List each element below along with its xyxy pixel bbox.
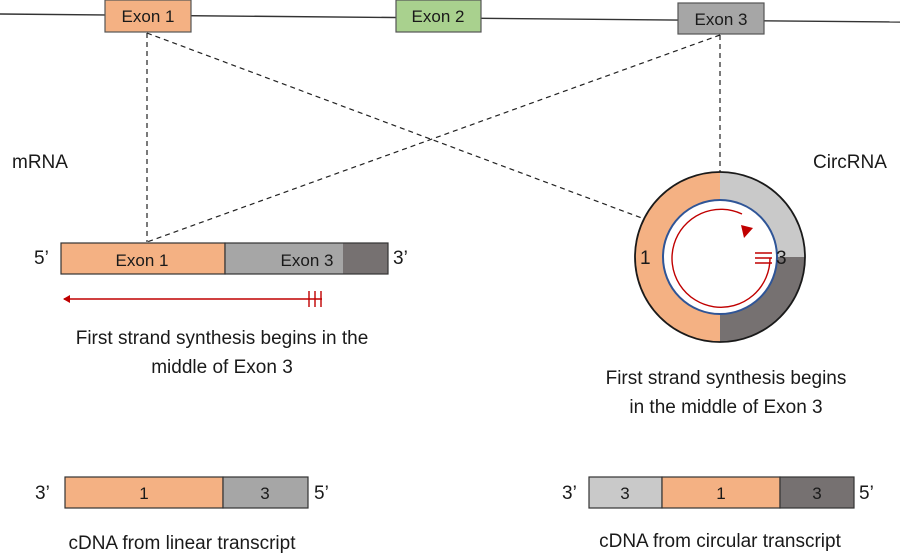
circ-label-exon3: 3 [776, 248, 787, 269]
cdna-linear-left-end: 3’ [35, 483, 50, 504]
gene-exon-2-label: Exon 2 [412, 7, 465, 26]
cdna-circular-seg2-label: 1 [716, 484, 725, 503]
mrna-exon1-label: Exon 1 [116, 251, 169, 270]
cdna-linear-seg2 [222, 476, 309, 509]
cdna-linear-right-end: 5’ [314, 483, 329, 504]
gene-exon-3-label: Exon 3 [695, 10, 748, 29]
cdna-linear-caption: cDNA from linear transcript [68, 533, 296, 554]
cdna-linear: 3’ 1 3 5’ cDNA from linear transcript [35, 476, 329, 554]
gene-exon-1-box [104, 0, 192, 33]
gene-exon-1: Exon 1 [104, 0, 192, 33]
mrna-three-prime: 3’ [393, 248, 408, 269]
circ-caption-line2: in the middle of Exon 3 [629, 397, 822, 418]
cdna-circular: 3’ 3 1 3 5’ cDNA from circular transcrip… [562, 476, 874, 552]
circrna-ring: 1 3 [634, 171, 806, 343]
cdna-linear-seg1-label: 1 [139, 484, 148, 503]
circ-caption-line1: First strand synthesis begins [606, 368, 847, 389]
gene-exon-3-box [677, 2, 765, 35]
connector-exon1-circ [146, 32, 648, 221]
circ-exon1-arc [635, 172, 720, 342]
circ-outer-outline [634, 171, 806, 343]
cdna-linear-seg2-label: 3 [260, 484, 269, 503]
mrna-five-prime: 5’ [34, 248, 49, 269]
circ-inner-white [667, 204, 773, 310]
circ-exon3-light-arc [720, 172, 805, 257]
linear-synthesis-arrow [63, 291, 322, 307]
connector-exon3-mrna [146, 34, 721, 243]
mrna-bar-outline [224, 242, 389, 275]
circ-arrow-path [671, 208, 771, 308]
gene-exon-3: Exon 3 [677, 2, 765, 35]
cdna-circular-left-end: 3’ [562, 483, 577, 504]
cdna-circular-seg1 [588, 476, 663, 509]
mrna-bar: 5’ Exon 1 Exon 3 3’ [34, 242, 408, 275]
cdna-circular-seg2 [661, 476, 781, 509]
splice-connectors [146, 32, 721, 243]
cdna-circular-seg1-label: 3 [620, 484, 629, 503]
gene-exon-2-box [395, 0, 482, 33]
cdna-circular-right-end: 5’ [859, 483, 874, 504]
mrna-caption-line1: First strand synthesis begins in the [76, 328, 369, 349]
circular-synthesis-arrow [671, 208, 772, 308]
cdna-circular-seg3 [779, 476, 855, 509]
mrna-title: mRNA [12, 152, 68, 173]
cdna-linear-seg1 [64, 476, 224, 509]
mrna-exon3-segment [225, 243, 343, 274]
cdna-circular-seg3-label: 3 [812, 484, 821, 503]
mrna-exon3-label: Exon 3 [281, 251, 334, 270]
circrna-title: CircRNA [813, 152, 887, 173]
circ-arrow-head [741, 225, 753, 238]
circ-exon3-dark-arc [720, 257, 805, 342]
mrna-exon3-dark-segment [343, 243, 388, 274]
gene-exon-1-label: Exon 1 [122, 7, 175, 26]
gene-exon-2: Exon 2 [395, 0, 482, 33]
circ-label-exon1: 1 [640, 248, 651, 269]
cdna-circular-caption: cDNA from circular transcript [599, 531, 841, 552]
mrna-caption-line2: middle of Exon 3 [151, 357, 293, 378]
